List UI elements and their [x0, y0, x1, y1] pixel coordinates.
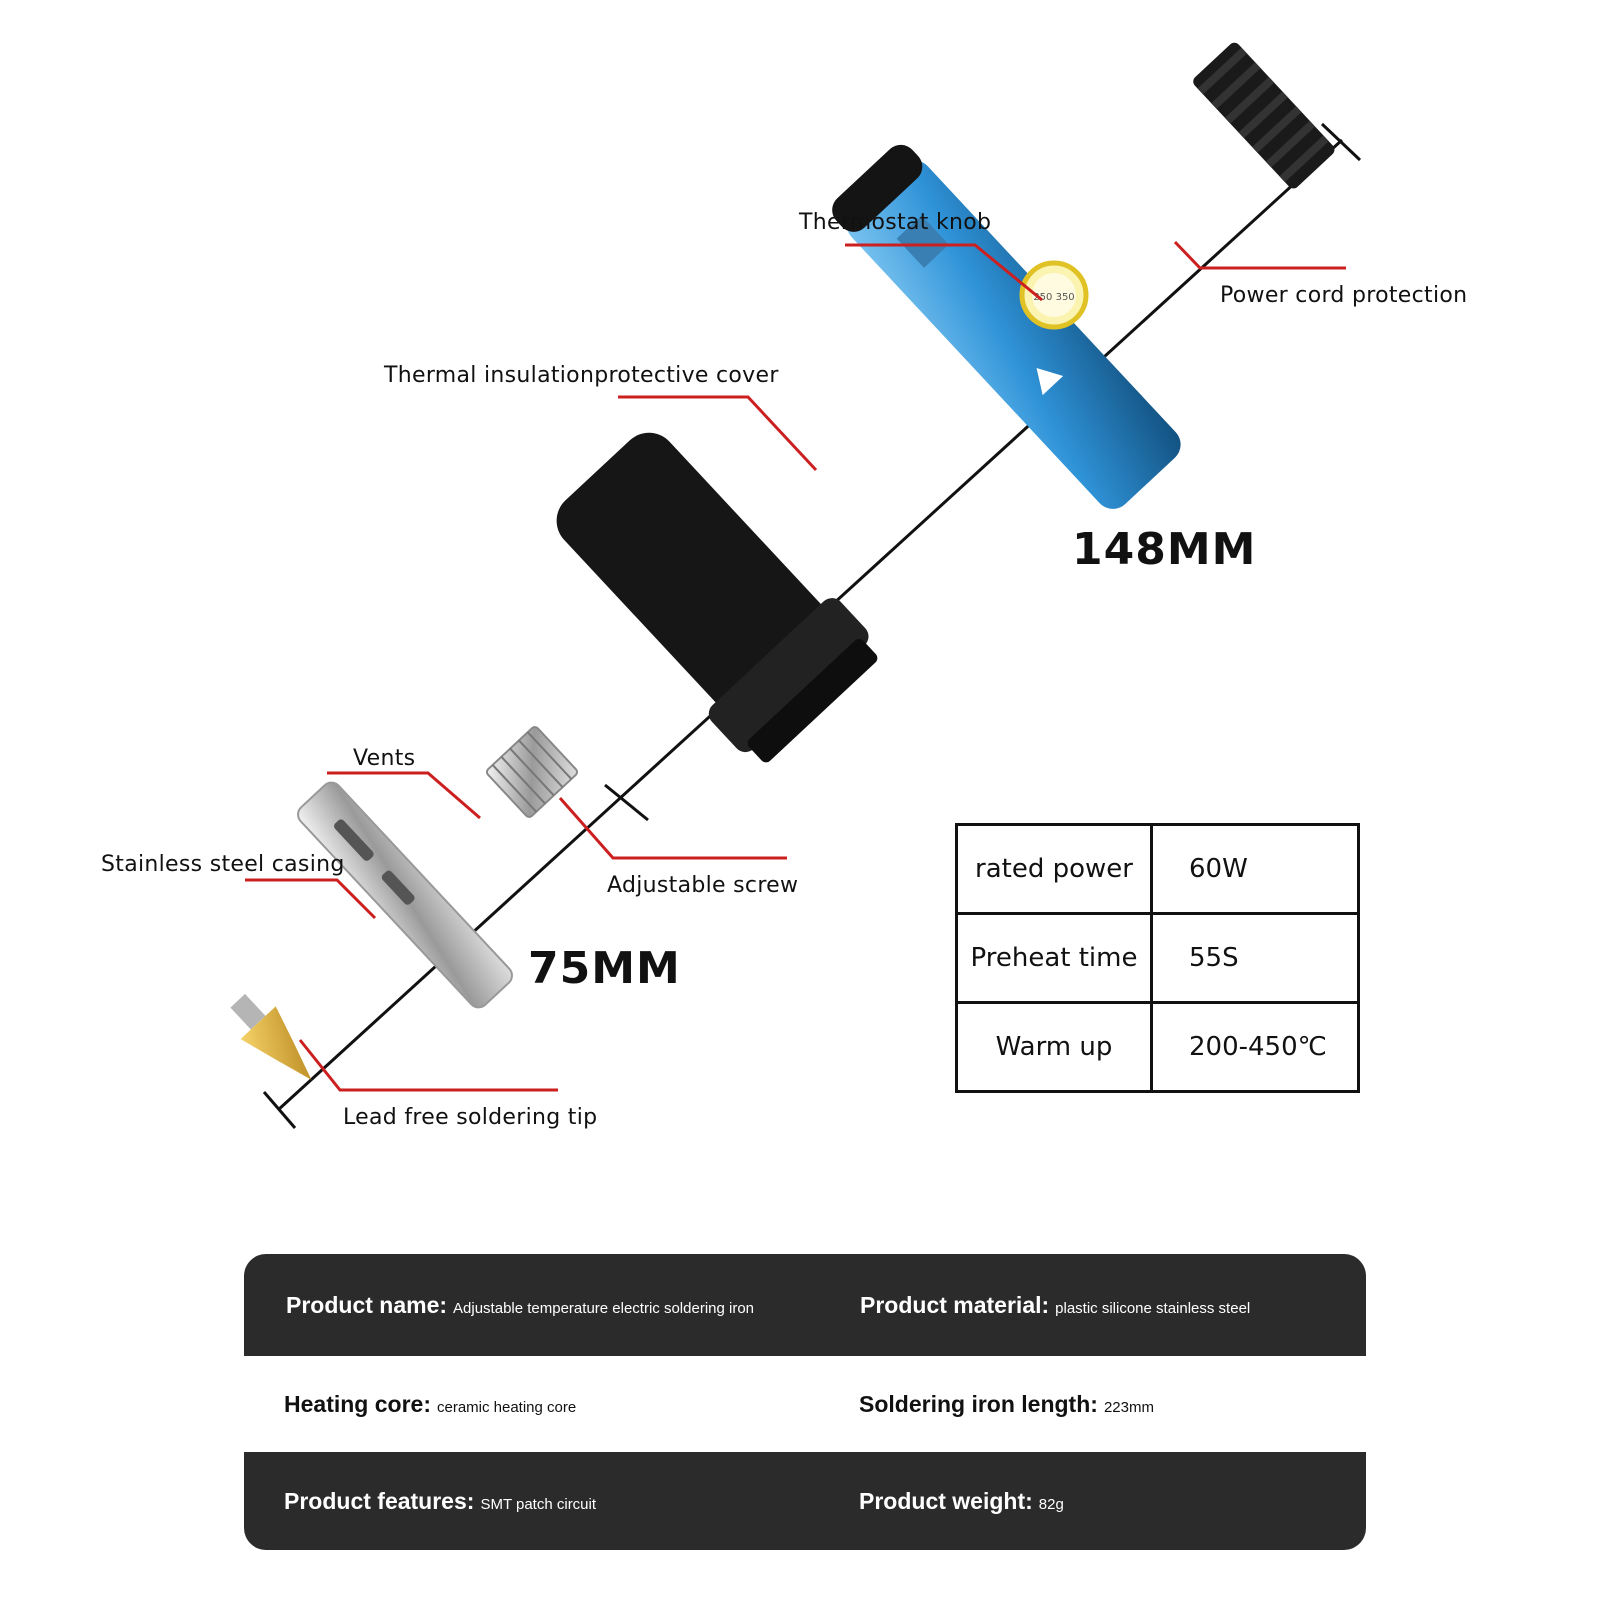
soldering-iron: 250 350 [230, 42, 1335, 1080]
spec-label: Warm up [955, 1001, 1153, 1093]
callout-lead-free-tip: Lead free soldering tip [343, 1105, 598, 1130]
spec-value: 60W [1150, 823, 1360, 915]
info-value: plastic silicone stainless steel [1055, 1299, 1251, 1317]
info-label: Product weight: [859, 1487, 1033, 1514]
info-product-material: Product material: plastic silicone stainl… [860, 1292, 1250, 1319]
spec-row: Warm up 200-450℃ [955, 1001, 1360, 1093]
info-product-name: Product name: Adjustable temperature elec… [286, 1292, 754, 1319]
callout-power-cord-protection: Power cord protection [1220, 283, 1468, 308]
dimension-overall-label: 148MM [1072, 524, 1257, 575]
info-label: Product features: [284, 1487, 475, 1514]
info-value: 223mm [1103, 1398, 1154, 1416]
spec-label: Preheat time [955, 912, 1153, 1004]
leader-vents [327, 771, 481, 820]
callout-adjustable-screw: Adjustable screw [607, 873, 799, 898]
black-grip [556, 432, 878, 763]
info-value: 82g [1038, 1495, 1064, 1513]
leader-thermostat [845, 243, 1043, 302]
leader-power-cord [1173, 240, 1346, 270]
info-label: Product material: [860, 1291, 1050, 1318]
info-row-product-name: Product name: Adjustable temperature elec… [244, 1254, 1366, 1356]
callout-stainless-casing: Stainless steel casing [101, 852, 345, 877]
leader-casing [245, 878, 377, 920]
info-value: SMT patch circuit [480, 1495, 597, 1513]
leader-screw [558, 797, 787, 860]
info-value: Adjustable temperature electric solderin… [453, 1299, 755, 1317]
power-cord-protection-part [1193, 42, 1335, 189]
leader-tip [298, 1039, 558, 1092]
info-label: Soldering iron length: [859, 1390, 1098, 1417]
thermostat-knob[interactable]: 250 350 [1019, 260, 1089, 330]
adjustable-screw-part [485, 726, 579, 818]
spec-value: 200-450℃ [1150, 1001, 1360, 1093]
soldering-tip [230, 993, 312, 1080]
info-label: Product name: [286, 1291, 448, 1318]
info-row-heating-core: Heating core: ceramic heating core Solder… [244, 1356, 1366, 1452]
info-iron-length: Soldering iron length: 223mm [859, 1391, 1154, 1418]
info-row-features: Product features: SMT patch circuit Produ… [244, 1452, 1366, 1550]
leader-thermal-cover [618, 395, 818, 472]
info-heating-core: Heating core: ceramic heating core [284, 1391, 576, 1418]
spec-table: rated power 60W Preheat time 55S Warm up… [955, 823, 1360, 1093]
info-product-features: Product features: SMT patch circuit [284, 1488, 596, 1515]
info-label: Heating core: [284, 1390, 431, 1417]
stainless-steel-casing-part [297, 781, 513, 1009]
spec-value: 55S [1150, 912, 1360, 1004]
leader-lines [245, 240, 1346, 1092]
callout-thermal-cover: Thermal insulationprotective cover [384, 363, 779, 388]
dimension-tip-label: 75MM [528, 943, 681, 994]
callout-vents: Vents [353, 746, 416, 771]
info-value: ceramic heating core [436, 1398, 577, 1416]
callout-thermostat-knob: Thermostat knob [799, 210, 992, 235]
spec-row: Preheat time 55S [955, 912, 1360, 1004]
spec-row: rated power 60W [955, 823, 1360, 915]
blue-handle [832, 144, 1181, 509]
svg-text:250 350: 250 350 [1033, 292, 1074, 303]
info-product-weight: Product weight: 82g [859, 1488, 1064, 1515]
spec-label: rated power [955, 823, 1153, 915]
